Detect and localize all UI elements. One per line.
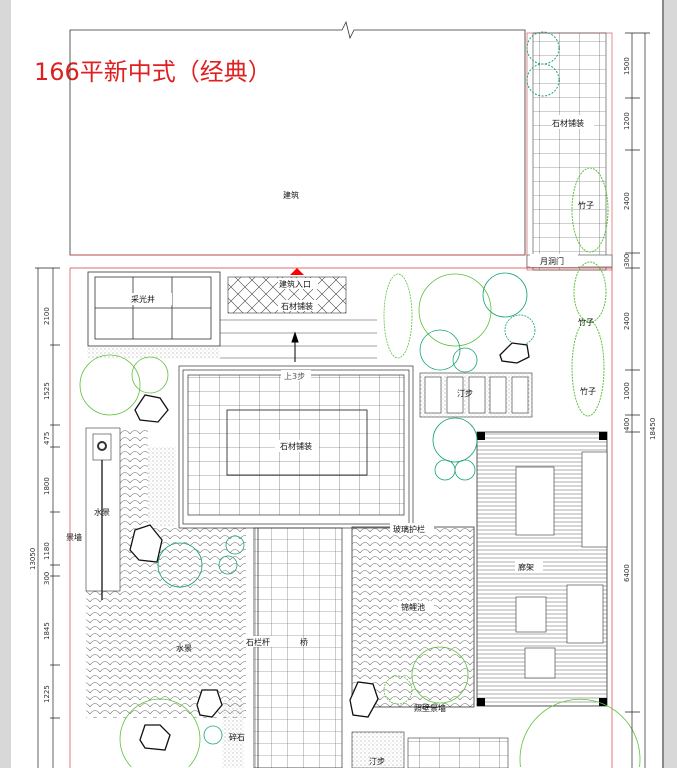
dimension-label: 1845 xyxy=(43,622,51,640)
label-stone-railing: 石栏杆 xyxy=(246,637,270,647)
entrance-marker-icon xyxy=(290,268,304,275)
label-stone-paving-center: 石材铺装 xyxy=(280,441,312,451)
label-stepping-stones-2: 汀步 xyxy=(369,757,385,766)
grass-icon xyxy=(131,356,169,394)
label-bamboo-2: 竹子 xyxy=(578,317,594,327)
entry-steps xyxy=(220,319,377,359)
page-margin-right xyxy=(664,0,677,768)
label-feature-wall: 景墙 xyxy=(66,532,82,542)
side-path xyxy=(526,32,613,271)
dimension-label: 1180 xyxy=(43,542,51,560)
palm-icon xyxy=(482,272,528,318)
rock-icon xyxy=(139,724,171,751)
dimension-label: 1525 xyxy=(43,382,51,400)
plants xyxy=(79,272,641,768)
label-moon-gate: 月洞门 xyxy=(540,256,564,266)
label-up-steps: 上3步 xyxy=(284,372,305,381)
rock-icon xyxy=(349,681,379,718)
dimensions-left: 2100 1525 475 1800 1180 300 1845 1225 13… xyxy=(29,307,51,703)
dimension-lines-left xyxy=(35,267,60,768)
label-bridge: 桥 xyxy=(300,637,308,647)
label-pergola: 廊架 xyxy=(518,562,534,572)
tree-icon xyxy=(79,354,141,416)
fountain-icon xyxy=(97,441,107,451)
label-water-feature-1: 水景 xyxy=(94,507,110,517)
dimension-label: 1800 xyxy=(43,477,51,495)
plan-title: 166平新中式（经典） xyxy=(34,58,272,86)
up-arrow-icon xyxy=(291,331,299,362)
tree-icon xyxy=(411,646,469,704)
label-lightwell: 采光井 xyxy=(131,294,155,304)
dimension-label: 1200 xyxy=(623,112,631,130)
label-bamboo-1: 竹子 xyxy=(578,200,594,210)
sofa-icon xyxy=(566,584,604,644)
koi-pond xyxy=(351,526,475,708)
dimension-label: 2400 xyxy=(623,192,631,210)
bridge xyxy=(253,527,343,768)
dimension-label: 400 xyxy=(623,418,631,431)
rocks xyxy=(129,342,530,751)
gravel-bed xyxy=(148,447,176,527)
tree-icon xyxy=(418,273,492,347)
coffee-table-icon xyxy=(515,596,547,633)
dimension-label: 1225 xyxy=(43,685,51,703)
dimension-label: 1000 xyxy=(623,382,631,400)
site-boundary xyxy=(69,267,613,768)
label-water-feature-2: 水景 xyxy=(176,643,192,653)
palm-icon xyxy=(432,417,478,463)
bamboo-icon xyxy=(571,167,609,253)
dimension-label: 2400 xyxy=(623,312,631,330)
tree-icon xyxy=(519,698,641,768)
dimension-label: 2100 xyxy=(43,307,51,325)
dimensions-right: 1500 1200 2400 300 2400 1000 400 6400 18… xyxy=(623,57,657,582)
bamboo-icon xyxy=(571,319,605,417)
dimension-label: 1500 xyxy=(623,57,631,75)
building xyxy=(69,20,526,256)
label-entrance: 建筑入口 xyxy=(279,279,311,289)
dimension-lines-right xyxy=(625,32,650,768)
palm-icon xyxy=(157,542,203,588)
dimension-label: 300 xyxy=(623,254,631,267)
shrub-icon xyxy=(526,63,560,97)
label-bamboo-3: 竹子 xyxy=(580,386,596,396)
tree-icon xyxy=(119,698,201,768)
label-screen-wall: 照壁景墙 xyxy=(414,703,446,713)
dimension-total: 13050 xyxy=(29,548,37,570)
rock-icon xyxy=(196,689,223,718)
label-building: 建筑 xyxy=(283,190,299,200)
page-margin-left xyxy=(0,0,11,768)
water-feature xyxy=(148,528,246,718)
bamboo-icon xyxy=(573,261,607,323)
dining-table-icon xyxy=(515,466,555,536)
armchair-icon xyxy=(524,647,556,679)
label-stone-paving-entry: 石材铺装 xyxy=(281,301,313,311)
rock-icon xyxy=(129,524,163,563)
dimension-label: 300 xyxy=(43,572,51,585)
dimension-label: 6400 xyxy=(623,564,631,582)
label-koi-pond: 锦鲤池 xyxy=(401,602,425,612)
lightwell xyxy=(87,271,221,347)
hedge-icon xyxy=(383,273,413,359)
dimension-total: 18450 xyxy=(649,418,657,440)
dimension-label: 475 xyxy=(43,432,51,445)
rock-icon xyxy=(499,342,530,364)
label-stone-paving-top: 石材铺装 xyxy=(552,118,584,128)
label-stepping-stones: 汀步 xyxy=(457,389,473,398)
rock-icon xyxy=(134,394,169,423)
counter-icon xyxy=(581,451,608,548)
label-glass-railing: 玻璃护栏 xyxy=(393,524,425,534)
label-gravel: 碎石 xyxy=(229,732,245,742)
